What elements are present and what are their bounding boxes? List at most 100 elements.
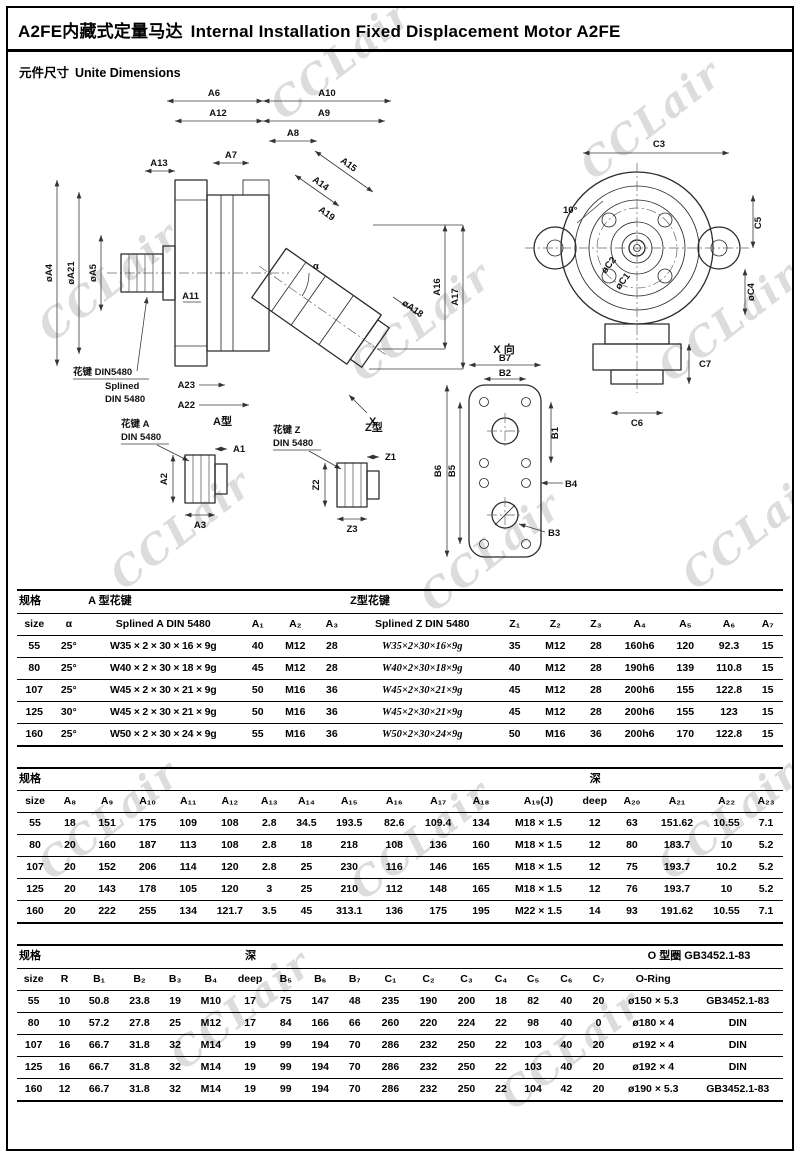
table-cell: W50 × 2 × 30 × 24 × 9g [109, 727, 217, 740]
table-cell: 66.7 [78, 1034, 120, 1057]
table-cell: 99 [269, 1034, 303, 1057]
table-cell: 10 [704, 878, 750, 902]
table-cell: ø192 × 4 [613, 1034, 693, 1057]
page-title-en: Internal Installation Fixed Displacement… [190, 22, 621, 41]
table-cell: 166 [302, 1012, 339, 1035]
group-header-cell: Z型花键 [348, 590, 783, 614]
table-cell: 15 [752, 679, 783, 702]
dim-label-a14: A14 [310, 174, 331, 193]
table-cell: M12 [532, 635, 578, 658]
table-cell: M16 [274, 701, 316, 724]
table-cell: 120 [208, 856, 252, 880]
column-header: Z₁ [496, 613, 533, 636]
table-cell: 75 [269, 990, 303, 1013]
table-cell: 28 [315, 635, 349, 658]
table-cell: 80 [17, 657, 52, 680]
table-cell: 17 [231, 990, 270, 1013]
table-cell: 28 [577, 679, 615, 702]
table-cell: 109.4 [415, 812, 461, 836]
table-cell: 193.7 [649, 856, 705, 880]
front-view-dimensions: C3 C5 øC4 øC2 øC1 10° C6 C7 [563, 139, 764, 429]
table-cell: ø180 × 4 [613, 1012, 693, 1035]
column-header: α [51, 613, 87, 636]
table-cell: 40 [549, 990, 584, 1013]
table-cell: 193.5 [325, 812, 373, 836]
group-header-cell [613, 767, 783, 792]
table-cell: 122.8 [705, 679, 753, 702]
table-cell: 190 [409, 990, 448, 1013]
dim-label-a19: A19 [316, 204, 337, 223]
dim-label-a18: øA18 [400, 298, 425, 320]
column-header: size [17, 613, 52, 636]
column-header: Splined Z DIN 5480 [348, 613, 497, 636]
table-cell: 12 [58, 1082, 71, 1095]
table-cell: 16 [50, 1056, 79, 1079]
table-cell: M16 [545, 727, 566, 740]
table-cell: 32 [169, 1082, 181, 1095]
side-view [107, 179, 390, 368]
section-label-cn: 元件尺寸 [19, 66, 70, 80]
table-cell: ø150 × 5.3 [613, 990, 693, 1013]
table-cell: 7.1 [758, 905, 774, 918]
table-cell: 76 [613, 878, 650, 902]
table-cell: M18 × 1.5 [501, 856, 576, 880]
port-plate [468, 384, 542, 558]
table-cell: 105 [167, 878, 209, 902]
column-header: A₉ [86, 790, 128, 814]
table-cell: 218 [325, 834, 373, 858]
table-cell: 5.2 [749, 834, 783, 858]
table-cell: 2.8 [251, 834, 288, 858]
table-cell: 107 [17, 1034, 51, 1057]
table-cell: 18 [53, 812, 87, 836]
table-cell: 160h6 [614, 635, 665, 658]
table-cell: 260 [371, 1012, 410, 1035]
table-cell: 50 [240, 679, 275, 702]
table-cell: 200h6 [614, 679, 665, 702]
table-cell: 66.7 [88, 1082, 110, 1095]
table-cell: 194 [311, 1082, 330, 1095]
table-cell: 152 [86, 856, 128, 880]
table-cell: 286 [371, 1034, 410, 1057]
column-header: C₄ [485, 968, 517, 991]
table-cell: 28 [577, 635, 615, 658]
table-cell: 12 [575, 878, 614, 902]
table-cell: 40 [549, 1012, 584, 1035]
dim-label-a1: A1 [233, 444, 246, 455]
table-cell: 12 [575, 856, 614, 880]
table-cell: M12 [532, 679, 578, 702]
table-cell: M10 [190, 990, 232, 1013]
column-header: A₁₉(J) [501, 790, 576, 814]
table-cell: 80 [613, 834, 650, 858]
dim-label-a17: A17 [450, 288, 461, 305]
table-cell: 134 [460, 812, 502, 836]
table-cell: 99 [279, 1082, 292, 1095]
table-cell: 224 [447, 1012, 486, 1035]
dim-label-z2: Z2 [311, 479, 322, 490]
table-cell: W35 × 2 × 30 × 16 × 9g [86, 635, 241, 658]
table-cell: 165 [460, 856, 502, 880]
dim-label-a7: A7 [225, 150, 237, 161]
table-cell: 31.8 [119, 1034, 160, 1057]
table-cell: 12 [575, 812, 614, 836]
table-cell: 55 [17, 812, 54, 836]
table-cell: 27.8 [119, 1012, 160, 1035]
table-cell: 28 [577, 657, 615, 680]
table-cell: M12 [274, 657, 316, 680]
group-header-cell: 规格 [17, 767, 576, 792]
table-cell: 80 [17, 834, 54, 858]
table-cell: 206 [127, 856, 168, 880]
x-view-dimensions: B7 B2 B1 B6 B5 B4 B3 [433, 353, 578, 557]
group-header-cell [269, 945, 614, 969]
table-cell: 123 [705, 701, 753, 724]
column-header: A₁₂ [208, 790, 252, 814]
dim-label-a3: A3 [194, 520, 206, 531]
table-cell: 20 [53, 856, 87, 880]
column-header: A₁₀ [127, 790, 168, 814]
table-cell: 50 [508, 727, 521, 740]
